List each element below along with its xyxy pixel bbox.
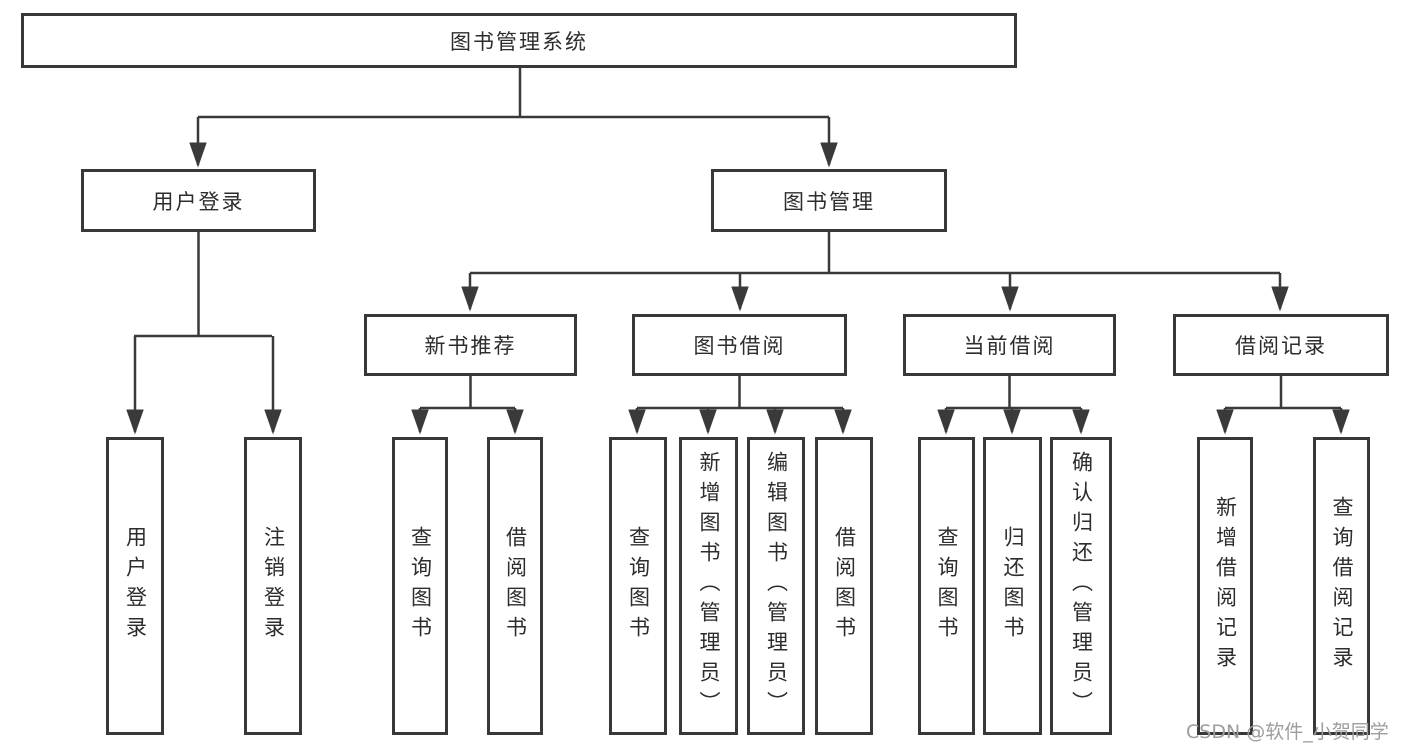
leaf-return-books: 归还图书 [983,437,1042,735]
node-book-management-label: 图书管理 [783,189,875,214]
leaf-user-login: 用户登录 [106,437,164,735]
node-new-book-recommendation: 新书推荐 [364,314,577,376]
leaf-user-login-label: 用户登录 [123,526,148,646]
node-user-login: 用户登录 [81,169,316,232]
leaf-query-borrow-record-label: 查询借阅记录 [1330,496,1354,676]
node-book-borrowing-label: 图书借阅 [693,334,786,358]
node-borrowing-records: 借阅记录 [1173,314,1389,376]
node-current-borrowing: 当前借阅 [903,314,1116,376]
node-book-borrowing: 图书借阅 [632,314,847,376]
node-borrowing-records-label: 借阅记录 [1235,334,1327,358]
leaf-edit-book-admin: 编辑图书（管理员） [747,437,805,735]
node-user-login-label: 用户登录 [152,189,245,214]
leaf-add-book-admin: 新增图书（管理员） [679,437,738,735]
node-new-book-recommendation-label: 新书推荐 [424,334,517,358]
leaf-borrow-books-recommend: 借阅图书 [487,437,543,735]
leaf-logout: 注销登录 [244,437,302,735]
leaf-query-books-recommend-label: 查询图书 [408,526,433,646]
leaf-confirm-return-admin-label: 确认归还（管理员） [1069,451,1094,721]
leaf-borrow-books-recommend-label: 借阅图书 [503,526,528,646]
node-book-management: 图书管理 [711,169,947,232]
leaf-borrow-books-borrow: 借阅图书 [815,437,873,735]
leaf-query-books-current-label: 查询图书 [935,526,959,646]
node-current-borrowing-label: 当前借阅 [963,334,1056,358]
leaf-add-book-admin-label: 新增图书（管理员） [697,451,721,721]
leaf-confirm-return-admin: 确认归还（管理员） [1050,437,1112,735]
watermark: CSDN @软件_小贺同学 [1186,721,1389,743]
leaf-query-books-borrow-label: 查询图书 [626,526,651,646]
leaf-return-books-label: 归还图书 [1001,526,1025,646]
leaf-add-borrow-record: 新增借阅记录 [1197,437,1253,735]
leaf-logout-label: 注销登录 [261,526,286,646]
leaf-borrow-books-borrow-label: 借阅图书 [832,526,857,646]
leaf-query-books-current: 查询图书 [918,437,975,735]
leaf-add-borrow-record-label: 新增借阅记录 [1213,496,1238,676]
leaf-edit-book-admin-label: 编辑图书（管理员） [764,451,789,721]
leaf-query-books-borrow: 查询图书 [609,437,667,735]
node-library-system-label: 图书管理系统 [450,29,588,54]
node-library-system: 图书管理系统 [21,13,1017,68]
leaf-query-books-recommend: 查询图书 [392,437,448,735]
leaf-query-borrow-record: 查询借阅记录 [1313,437,1370,735]
